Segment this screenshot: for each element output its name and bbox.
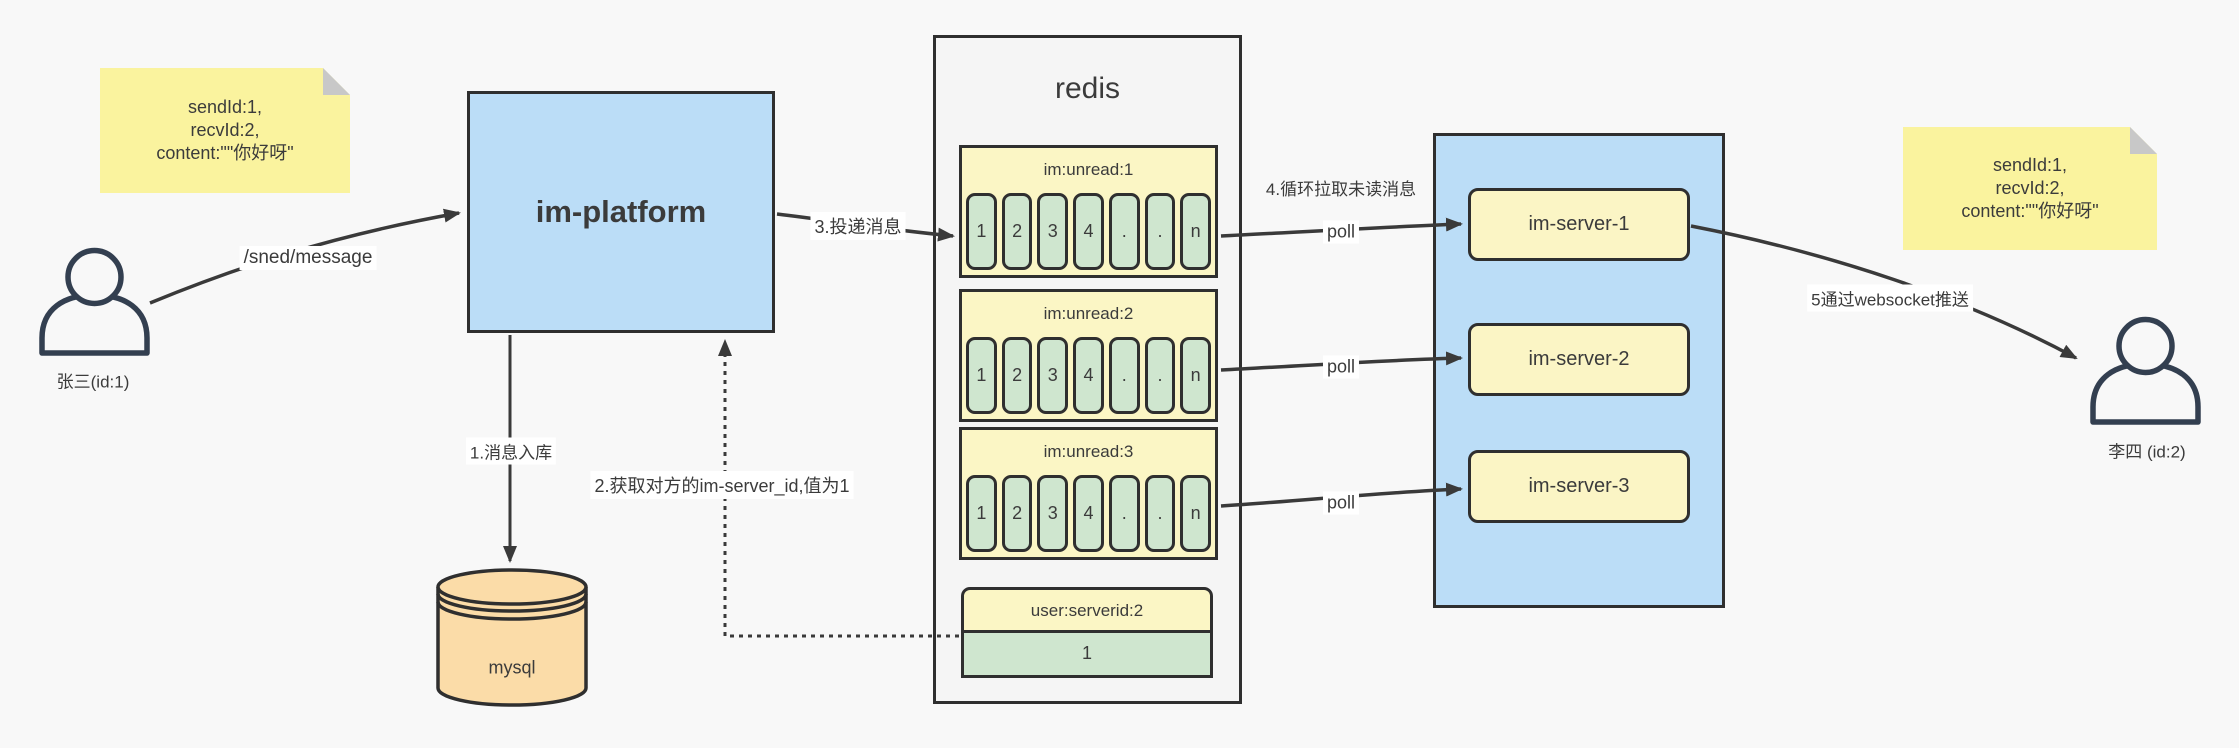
queue-cells: 1 2 3 4 . . n — [966, 193, 1212, 270]
queue-cell: 2 — [1001, 475, 1033, 552]
queue-cell: 1 — [966, 193, 997, 270]
queue-cell: 3 — [1037, 193, 1069, 270]
queue-cell: 4 — [1073, 337, 1104, 414]
queue-cell: 4 — [1073, 475, 1104, 552]
kv-key: user:serverid:2 — [961, 587, 1213, 633]
edge-label-poll-1: poll — [1322, 220, 1360, 244]
queue-cell: . — [1108, 193, 1140, 270]
note-line: content:""你好呀" — [156, 143, 294, 163]
edge-label-step1: 1.消息入库 — [465, 437, 557, 465]
edge-label-poll-2: poll — [1322, 355, 1360, 379]
im-platform-label: im-platform — [535, 194, 707, 229]
im-server-1-label: im-server-1 — [1528, 213, 1630, 235]
sticky-note-push: sendId:1, recvId:2, content:""你好呀" — [1903, 127, 2157, 250]
kv-user-serverid: user:serverid:2 1 — [961, 587, 1213, 678]
queue-title: im:unread:3 — [1043, 442, 1134, 461]
kv-value: 1 — [961, 633, 1213, 678]
note-fold-icon — [323, 68, 350, 95]
queue-cell: . — [1144, 475, 1176, 552]
sender-label: 张三(id:1) — [56, 372, 130, 392]
mysql-database-icon — [436, 568, 588, 707]
queue-cell: . — [1108, 337, 1140, 414]
queue-cell: 3 — [1037, 475, 1069, 552]
note-line: sendId:1, — [187, 97, 263, 117]
queue-cell: 1 — [966, 337, 997, 414]
edge-label-step3: 3.投递消息 — [810, 212, 906, 240]
queue-im-unread-2: im:unread:2 1 2 3 4 . . n — [959, 289, 1218, 422]
sticky-note-request: sendId:1, recvId:2, content:""你好呀" — [100, 68, 350, 193]
im-server-1-node: im-server-1 — [1468, 188, 1690, 261]
queue-cell: n — [1180, 475, 1212, 552]
edge-label-step5: 5通过websocket推送 — [1807, 284, 1973, 312]
note-line: content:""你好呀" — [1961, 201, 2099, 221]
edge-label-step4: 4.循环拉取未读消息 — [1265, 180, 1417, 199]
queue-cell: 4 — [1073, 193, 1104, 270]
queue-cell: n — [1180, 337, 1212, 414]
user-icon-receiver — [2090, 316, 2201, 425]
edge-label-step2: 2.获取对方的im-server_id,值为1 — [590, 471, 854, 499]
queue-im-unread-1: im:unread:1 1 2 3 4 . . n — [959, 145, 1218, 278]
note-line: recvId:2, — [1995, 178, 2065, 198]
queue-cells: 1 2 3 4 . . n — [966, 475, 1212, 552]
queue-cell: 1 — [966, 475, 997, 552]
edge-label-send: /sned/message — [239, 246, 377, 270]
queue-im-unread-3: im:unread:3 1 2 3 4 . . n — [959, 427, 1218, 560]
queue-cell: . — [1144, 193, 1176, 270]
receiver-label: 李四 (id:2) — [2108, 442, 2186, 462]
queue-cell: n — [1180, 193, 1212, 270]
user-icon-sender — [39, 247, 150, 356]
note-fold-icon — [2130, 127, 2157, 154]
queue-title: im:unread:2 — [1043, 304, 1134, 323]
im-server-2-label: im-server-2 — [1528, 348, 1630, 370]
note-line: sendId:1, — [1992, 155, 2068, 175]
im-server-3-node: im-server-3 — [1468, 450, 1690, 523]
queue-cell: . — [1108, 475, 1140, 552]
queue-cells: 1 2 3 4 . . n — [966, 337, 1212, 414]
queue-cell: 3 — [1037, 337, 1069, 414]
im-platform-node: im-platform — [467, 91, 775, 333]
im-server-2-node: im-server-2 — [1468, 323, 1690, 396]
im-server-3-label: im-server-3 — [1528, 475, 1630, 497]
mysql-label: mysql — [488, 657, 536, 678]
edge-label-poll-3: poll — [1322, 491, 1360, 515]
note-line: recvId:2, — [190, 120, 260, 140]
queue-cell: . — [1144, 337, 1176, 414]
redis-title: redis — [1054, 72, 1121, 105]
queue-title: im:unread:1 — [1043, 160, 1134, 179]
queue-cell: 2 — [1001, 193, 1033, 270]
queue-cell: 2 — [1001, 337, 1033, 414]
